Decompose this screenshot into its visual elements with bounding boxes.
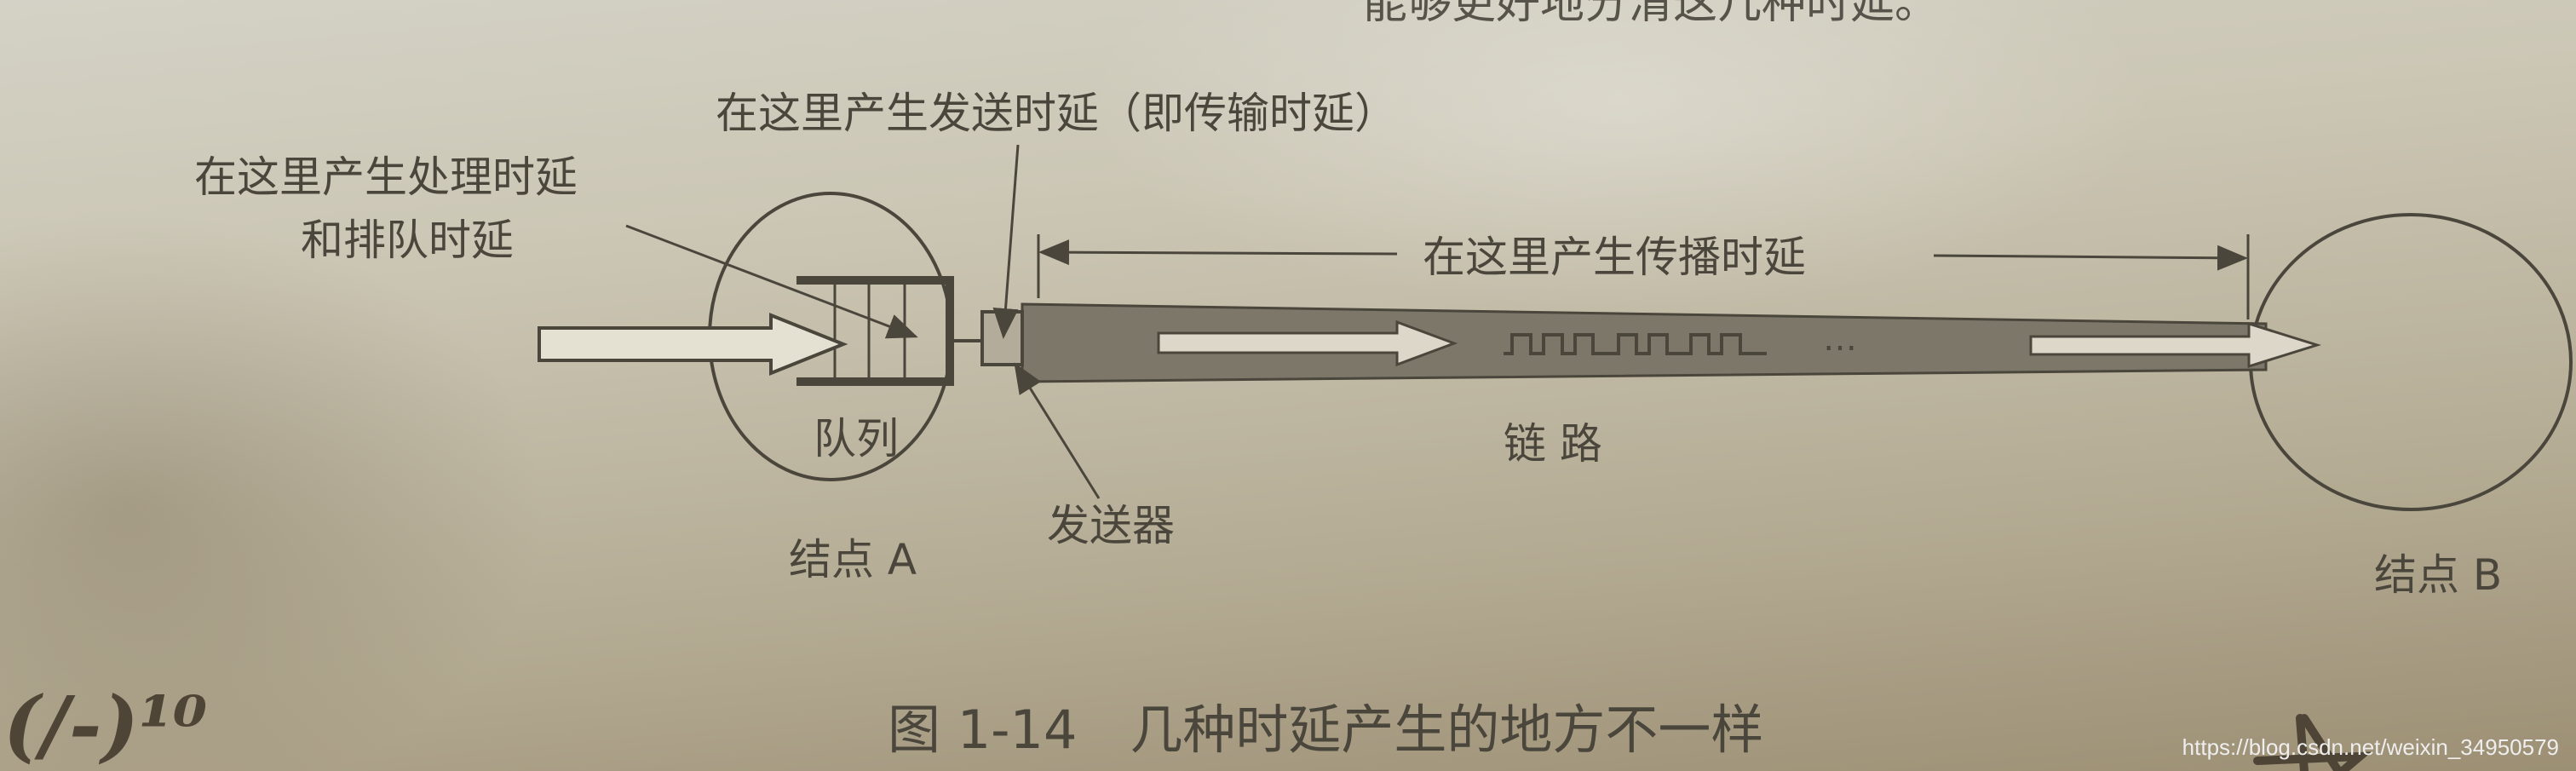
transmitter-pointer [1014, 362, 1101, 499]
processing-pointer [625, 224, 918, 339]
transmitter-box [980, 310, 1024, 366]
propagation-arrow-left [1038, 239, 1398, 266]
transmission-pointer [992, 144, 1020, 339]
input-arrow [538, 313, 848, 376]
figure-caption: 图 1-14 几种时延产生的地方不一样 [888, 699, 1764, 761]
watermark: https://blog.csdn.net/weixin_34950579 [2182, 734, 2559, 760]
top-text-cut: 能够更好地分清这几种时延。 [1363, 0, 1940, 29]
node-b-label: 结点 B [2374, 550, 2503, 600]
handwriting-left: (/-)¹⁰ [3, 679, 208, 771]
transmission-delay-label: 在这里产生发送时延（即传输时延） [716, 89, 1397, 138]
processing-delay-label-2: 和排队时延 [301, 216, 514, 265]
link-label: 链 路 [1504, 419, 1602, 469]
node-a-label: 结点 A [789, 535, 917, 584]
node-b-circle [2249, 213, 2573, 511]
signal-pulses [1504, 333, 1767, 355]
propagation-delay-label: 在这里产生传播时延 [1423, 233, 1806, 282]
queue-label: 队列 [814, 414, 899, 463]
processing-delay-label-1: 在这里产生处理时延 [194, 152, 578, 202]
queue-buffer [796, 276, 982, 386]
link-arrow-left [1157, 319, 1458, 367]
propagation-arrow-right [1933, 245, 2248, 271]
handwriting-right [2253, 714, 2372, 771]
link-arrow-right [2029, 321, 2322, 369]
transmitter-label: 发送器 [1047, 501, 1175, 550]
continuation-dots: … [1823, 319, 1857, 359]
